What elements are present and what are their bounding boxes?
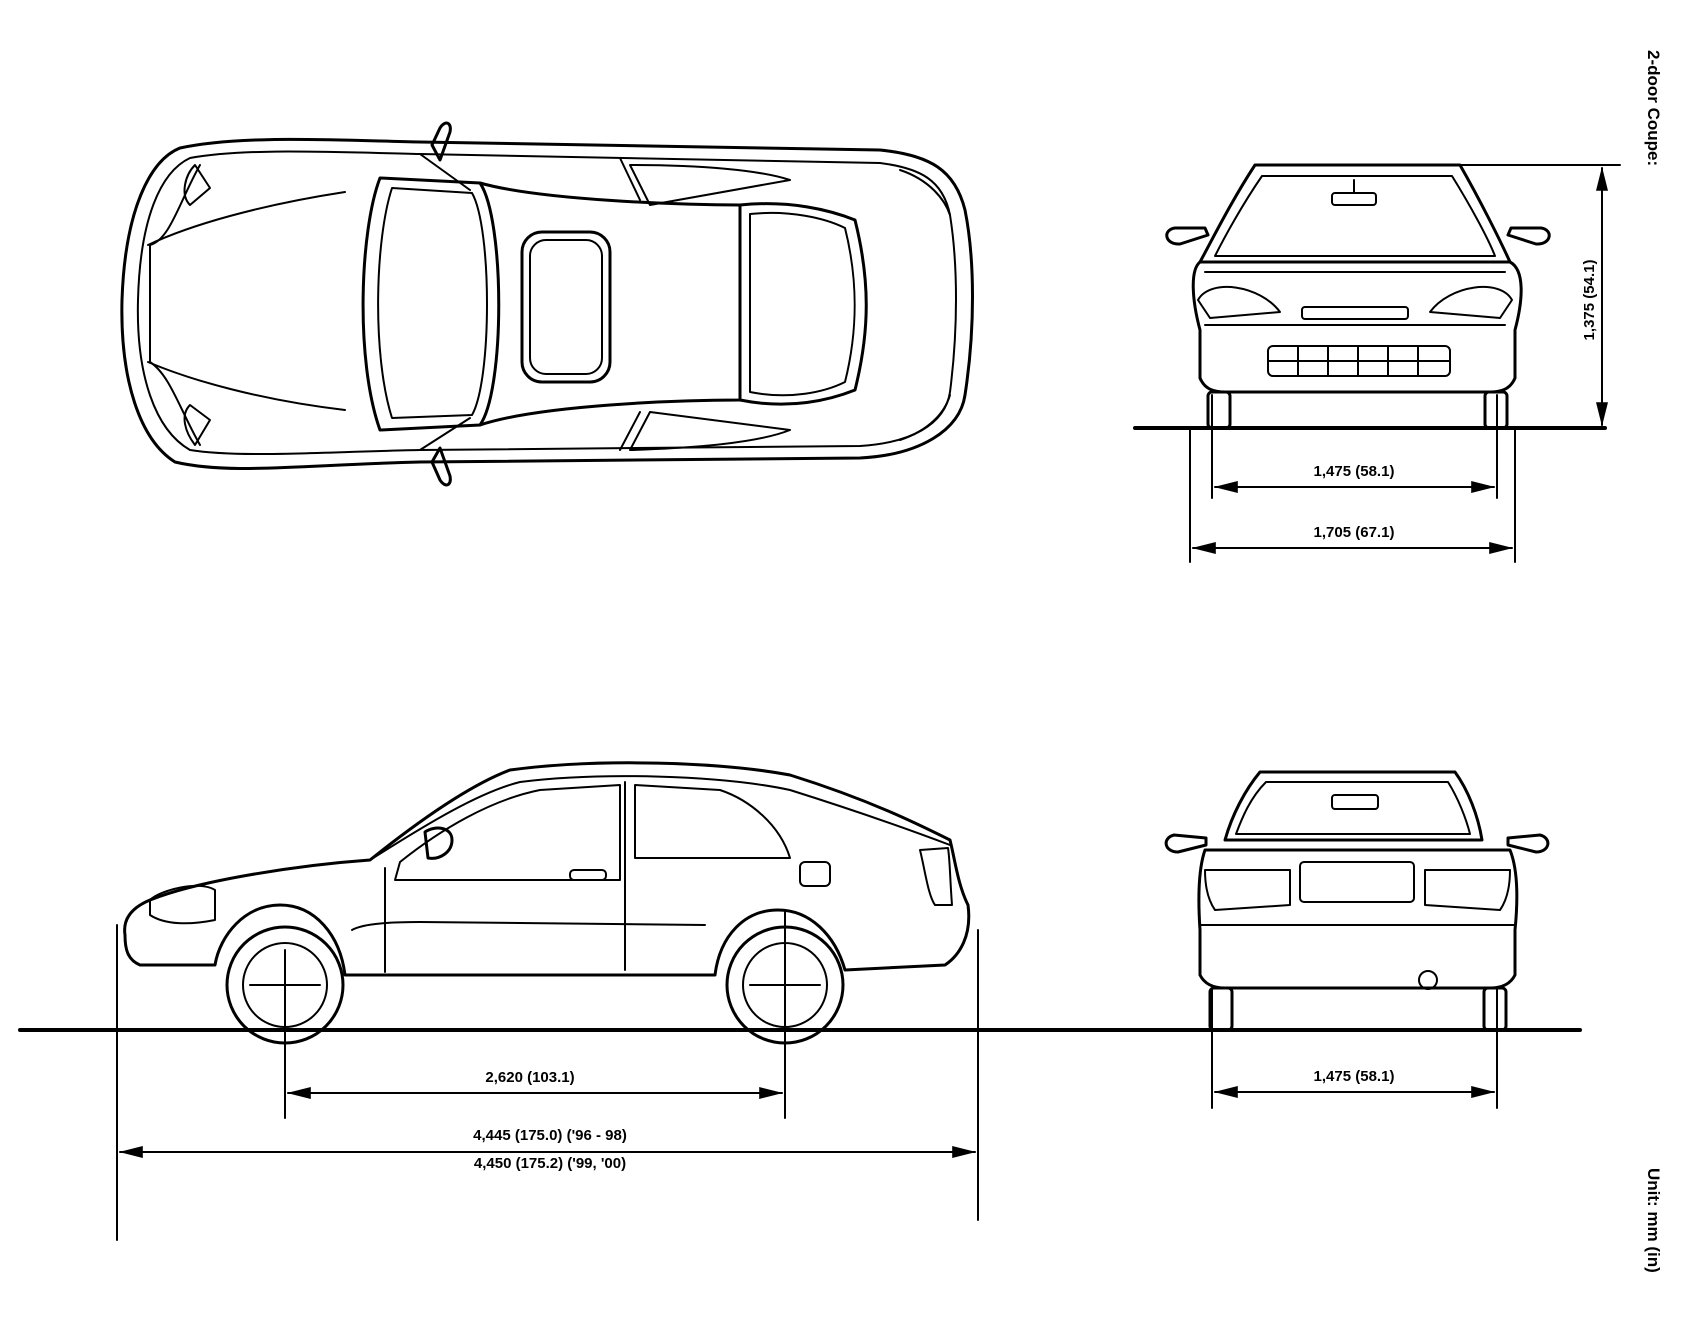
wheelbase-dimension-label: 2,620 (103.1) bbox=[485, 1069, 574, 1086]
front-tread-dimension-label: 1,475 (58.1) bbox=[1314, 463, 1395, 480]
overall-length-96-98-label: 4,445 (175.0) ('96 - 98) bbox=[473, 1127, 627, 1144]
front-view bbox=[1133, 163, 1621, 563]
page-title: 2-door Coupe: bbox=[1644, 50, 1663, 166]
overall-width-dimension-label: 1,705 (67.1) bbox=[1314, 524, 1395, 541]
rear-view bbox=[1164, 770, 1550, 1109]
side-view bbox=[18, 761, 1582, 1241]
rear-tread-dimension-label: 1,475 (58.1) bbox=[1314, 1068, 1395, 1085]
top-view bbox=[120, 121, 974, 487]
height-dimension-label: 1,375 (54.1) bbox=[1581, 260, 1598, 341]
overall-length-99-00-label: 4,450 (175.2) ('99, '00) bbox=[474, 1155, 626, 1172]
unit-note: Unit: mm (in) bbox=[1644, 1168, 1663, 1273]
